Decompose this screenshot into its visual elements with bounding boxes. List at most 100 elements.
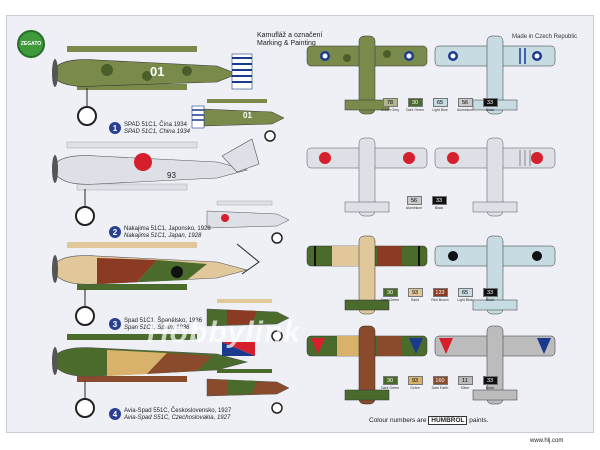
chip-swatch: 78	[382, 98, 398, 107]
profile-4-small-view	[206, 369, 290, 414]
chip-name: Dark Earth	[431, 386, 449, 390]
chip-swatch: 160	[432, 376, 448, 385]
chip-swatch: 133	[432, 288, 448, 297]
zegato-logo: ZEGATO	[17, 30, 45, 58]
profile-2-badge: 2	[109, 226, 121, 238]
profile-2-caption-cz: Nakajima 51C1, Japonsko, 1928	[124, 226, 211, 232]
title-en: Marking & Painting	[257, 40, 316, 47]
chip-name: Aluminium	[405, 206, 423, 210]
chip-swatch: 11	[457, 376, 473, 385]
profile-1-code: 01	[150, 64, 165, 79]
profile-3-number: 3	[112, 319, 118, 329]
profile-1-caption-en: SPAD 51C1, China 1934	[124, 129, 190, 135]
logo-text: ZEGATO	[20, 41, 42, 47]
chip-name: Green Grey	[380, 108, 400, 112]
chip-swatch: 30	[382, 376, 398, 385]
profile-4-badge: 4	[109, 408, 121, 420]
site-url: www.hlj.com	[530, 438, 564, 444]
profile-3-caption-en: Span 51C1, Spain, 1936	[124, 325, 190, 331]
plan-view-4-top	[306, 325, 428, 405]
profile-3-side-view	[52, 242, 260, 326]
chip-name: Black	[485, 108, 495, 112]
chip-name: Black	[485, 386, 495, 390]
profile-4-number: 4	[112, 409, 118, 419]
paint-note-prefix: Colour numbers are	[369, 417, 427, 424]
chip-name: Dark Green	[405, 108, 425, 112]
humbrol-brand: HUMBROL	[428, 416, 468, 425]
profile-1-small-code: 01	[243, 111, 252, 120]
profile-2-number: 2	[112, 227, 118, 237]
chip-swatch: 65	[432, 98, 448, 107]
profile-3-caption: Spad 51C1, Španělsko, 1936 Span 51C1, Sp…	[124, 318, 202, 332]
profile-2-small-view	[206, 200, 290, 244]
title-cz: Kamufláž a označení	[257, 32, 323, 39]
profile-4-caption: Avia-Spad 551C, Československo, 1927 Avi…	[124, 408, 231, 422]
chip-swatch: 65	[457, 288, 473, 297]
profile-3-caption-cz: Spad 51C1, Španělsko, 1936	[124, 318, 203, 324]
plan-view-1-bottom	[434, 35, 556, 115]
profile-2-code: 93	[167, 171, 176, 180]
chip-name: Black	[485, 298, 495, 302]
chip-swatch: 33	[482, 288, 498, 297]
chip-swatch: 33	[482, 376, 498, 385]
chip-name: Light Blue	[432, 108, 448, 112]
profile-3-small-view	[206, 299, 290, 342]
chip-name: Black	[434, 206, 444, 210]
profile-1-side-view	[52, 46, 253, 126]
chip-name: Light Blue	[457, 298, 473, 302]
chip-swatch: 30	[382, 288, 398, 297]
chip-swatch: 56	[406, 196, 422, 205]
chip-swatch: 33	[431, 196, 447, 205]
profile-2-side-view	[52, 138, 260, 226]
plan-view-3-bottom	[434, 235, 556, 315]
paint-note: Colour numbers are HUMBROL paints.	[369, 416, 489, 425]
chip-swatch: 33	[482, 98, 498, 107]
profile-4-side-view	[52, 334, 255, 418]
profile-4-caption-cz: Avia-Spad 551C, Československo, 1927	[124, 408, 232, 414]
profile-1-small-view	[191, 99, 285, 142]
chip-swatch: 56	[457, 98, 473, 107]
profile-1-caption: SPAD 51C1, Čína 1934 SPAD 51C1, China 19…	[124, 122, 190, 136]
profile-1-badge: 1	[109, 122, 121, 134]
chip-name: Dark Green	[380, 386, 400, 390]
chip-name: Red Brown	[431, 298, 449, 302]
plan-view-1-top	[306, 35, 428, 115]
profile-2-caption-en: Nakajima 51C1, Japan, 1928	[124, 233, 202, 239]
made-in-label: Made in Czech Republic	[512, 34, 578, 40]
chip-name: Ochre	[410, 386, 420, 390]
plan-view-2-top	[306, 137, 428, 217]
profile-2-caption: Nakajima 51C1, Japonsko, 1928 Nakajima 5…	[124, 226, 211, 240]
profile-1-number: 1	[112, 123, 118, 133]
profile-4-caption-en: Avia-Spad S51C, Czechoslovakia, 1927	[124, 415, 231, 421]
chip-name: Aluminium	[456, 108, 474, 112]
chip-swatch: 30	[407, 98, 423, 107]
chip-swatch: 93	[407, 376, 423, 385]
chip-name: Sand	[410, 298, 420, 302]
paint-note-suffix: paints.	[469, 417, 489, 424]
chip-name: Silver	[460, 386, 470, 390]
plan-view-2-bottom	[434, 137, 556, 217]
plan-view-4-bottom	[434, 325, 556, 405]
chip-name: Dark Green	[380, 298, 400, 302]
marking-sheet: ZEGATO Kamufláž a označení Marking & Pai…	[6, 15, 594, 433]
header-title: Kamufláž a označení Marking & Painting	[257, 32, 322, 48]
profile-3-badge: 3	[109, 318, 121, 330]
